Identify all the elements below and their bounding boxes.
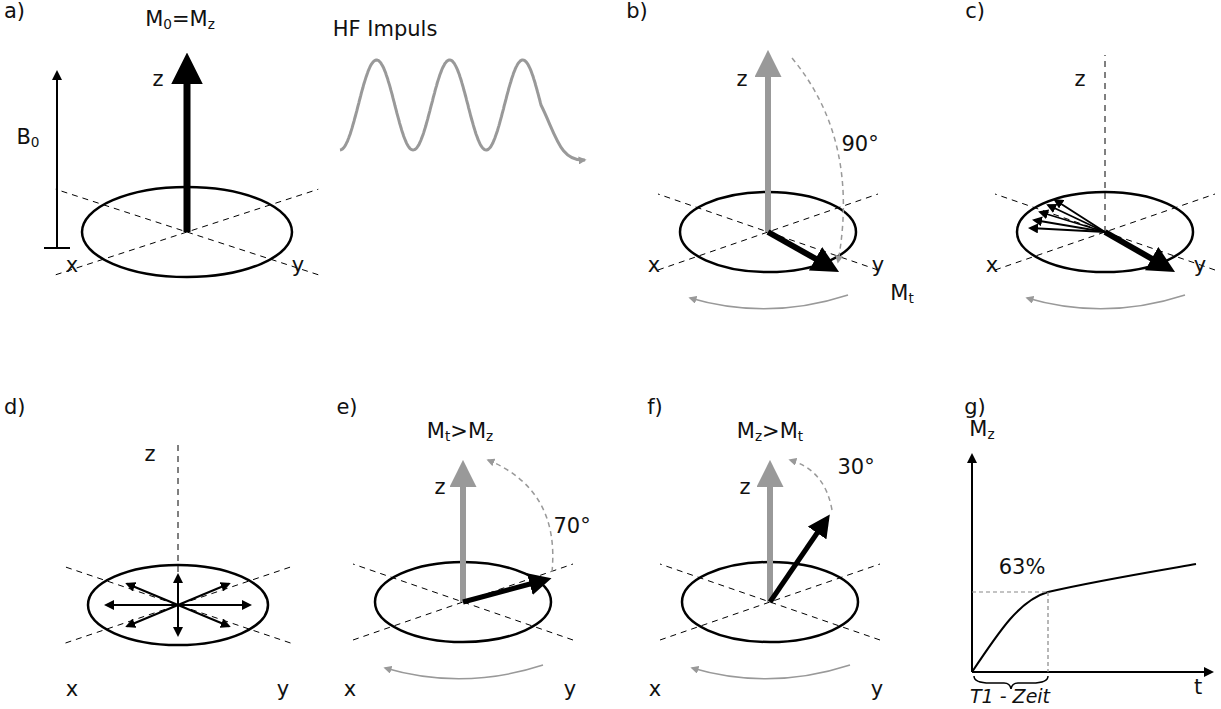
- label: x: [648, 254, 660, 277]
- label: x: [66, 254, 78, 277]
- label: 30°: [837, 456, 874, 479]
- label: x: [66, 678, 78, 701]
- label: HF Impuls: [333, 18, 438, 41]
- label: 70°: [553, 515, 590, 538]
- label: z: [152, 68, 163, 91]
- label: z: [434, 476, 445, 499]
- label: y: [1194, 254, 1206, 277]
- label: y: [277, 678, 289, 701]
- label: b): [626, 0, 648, 23]
- label: z: [144, 443, 155, 466]
- label: x: [344, 678, 356, 701]
- label: f): [647, 396, 663, 419]
- label: Mt>Mz: [427, 420, 493, 444]
- label: M0=Mz: [145, 8, 215, 32]
- label: y: [872, 254, 884, 277]
- label: x: [986, 254, 998, 277]
- label: t: [1194, 676, 1202, 699]
- label: y: [292, 254, 304, 277]
- label: d): [4, 396, 26, 419]
- label: a): [4, 0, 25, 23]
- label: Mz: [969, 418, 994, 442]
- label: Mt: [890, 282, 913, 306]
- label: g): [964, 396, 986, 419]
- label: 90°: [841, 133, 878, 156]
- label: z: [736, 68, 747, 91]
- label: 63%: [999, 556, 1046, 579]
- label: y: [564, 678, 576, 701]
- label: e): [336, 396, 357, 419]
- label: T1 - Zeit: [970, 685, 1050, 706]
- label: z: [739, 476, 750, 499]
- label: z: [1074, 68, 1085, 91]
- label: c): [965, 0, 985, 23]
- label: Mz>Mt: [737, 420, 803, 444]
- label: x: [649, 678, 661, 701]
- label: y: [871, 678, 883, 701]
- label: B0: [16, 126, 39, 150]
